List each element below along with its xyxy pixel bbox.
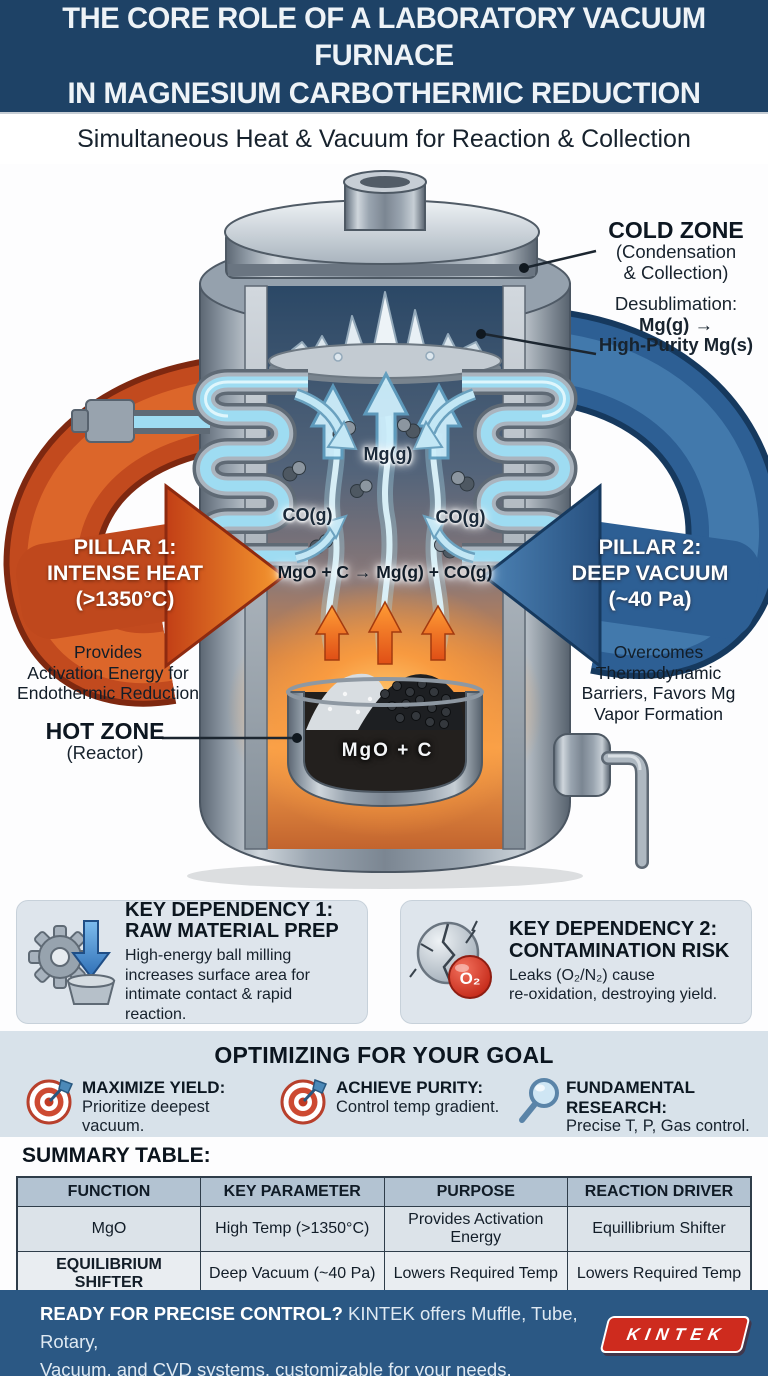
opt-research-title: FUNDAMENTAL RESEARCH: (566, 1078, 695, 1117)
ball-milling-gear-icon (17, 915, 125, 1010)
footer-line1: KINTEK offers Muffle, Tube, Rotary, (40, 1303, 578, 1352)
o2-label: O₂ (459, 969, 480, 988)
callout-leaders (162, 249, 597, 743)
vacuum-port (553, 733, 649, 869)
mg-crystal-collector (268, 291, 502, 384)
page-subtitle: Simultaneous Heat & Vacuum for Reaction … (77, 124, 691, 153)
cell: MgO (16, 1206, 201, 1252)
opt-purity-body: Control temp gradient. (336, 1097, 500, 1116)
furnace-lid (224, 170, 540, 279)
furnace-diagram (3, 170, 768, 889)
heat-arrowhead (164, 482, 287, 670)
cold-zone-subtitle: (Condensation & Collection) (615, 241, 737, 283)
header-banner: THE CORE ROLE OF A LABORATORY VACUUM FUR… (0, 0, 768, 114)
kintek-logo-text: KINTEK (625, 1324, 729, 1344)
furnace-shadow (187, 863, 583, 889)
pillar1-note: Provides Activation Energy for Endotherm… (17, 642, 199, 704)
cell: Deep Vacuum (~40 Pa) (200, 1251, 385, 1297)
col-key-parameter: KEY PARAMETER (200, 1176, 385, 1207)
heat-up-arrow-icons (314, 600, 456, 665)
dependency2-title: KEY DEPENDENCY 2: CONTAMINATION RISK (509, 918, 730, 962)
target-icon (280, 1079, 328, 1125)
co-gas-label-right: CO(g) (435, 507, 486, 527)
cell: Lowers Required Temp (383, 1251, 568, 1297)
reaction-equation: MgO + C → Mg(g) + CO(g) (277, 562, 493, 582)
hot-zone-title: HOT ZONE (45, 718, 165, 744)
page-title: THE CORE ROLE OF A LABORATORY VACUUM FUR… (62, 1, 706, 110)
col-reaction-driver: REACTION DRIVER (567, 1176, 752, 1207)
dependency-card-raw-material: KEY DEPENDENCY 1: RAW MATERIAL PREP High… (16, 898, 368, 1024)
dependency1-title: KEY DEPENDENCY 1: RAW MATERIAL PREP (125, 898, 339, 943)
summary-table-title: SUMMARY TABLE: (22, 1144, 211, 1167)
vacuum-arrowhead (481, 482, 602, 670)
cell: High Temp (>1350°C) (200, 1206, 385, 1252)
desublimation-label: Desublimation: (614, 293, 738, 314)
cooling-coil-left (71, 369, 308, 569)
dependency2-body: Leaks (O₂/N₂) cause re-oxidation, destro… (509, 966, 718, 1004)
target-icon (26, 1079, 74, 1125)
col-purpose: PURPOSE (383, 1176, 568, 1207)
hot-zone-subtitle: (Reactor) (66, 742, 144, 764)
cold-zone-title: COLD ZONE (608, 217, 744, 243)
optimizing-panel (0, 1031, 768, 1137)
footer-line2: Vacuum, and CVD systems, customizable fo… (40, 1358, 512, 1376)
subtitle-bar: Simultaneous Heat & Vacuum for Reaction … (0, 114, 768, 164)
cold-zone-callout: COLD ZONE (Condensation & Collection) (592, 218, 760, 284)
mg-gas-label: Mg(g) (363, 444, 413, 464)
cooling-coil-right (462, 369, 578, 569)
cell: Equillibrium Shifter (567, 1206, 752, 1252)
opt-yield-title: MAXIMIZE YIELD: (82, 1078, 226, 1097)
carbon-pellets (358, 674, 464, 730)
optimizing-item-purity: ACHIEVE PURITY: Control temp gradient. (336, 1078, 501, 1117)
optimizing-title: OPTIMIZING FOR YOUR GOAL (214, 1042, 554, 1068)
optimizing-item-research: FUNDAMENTAL RESEARCH: Precise T, P, Gas … (566, 1078, 756, 1136)
col-function: FUNCTION (16, 1176, 201, 1207)
dependency-card-contamination: O₂ KEY DEPENDENCY 2: CONTAMINATION RISK … (400, 900, 752, 1024)
pillar2-label: PILLAR 2: DEEP VACUUM (~40 Pa) (571, 535, 729, 612)
pillar2-note: Overcomes Thermodynamic Barriers, Favors… (581, 642, 736, 724)
optimizing-item-yield: MAXIMIZE YIELD: Prioritize deepest vacuu… (82, 1078, 272, 1135)
coolant-flow-arrow-icons (293, 388, 477, 564)
desublimation-callout: Desublimation: Mg(g) → High-Purity Mg(s) (590, 293, 762, 356)
dependency1-body: High-energy ball milling increases surfa… (125, 947, 310, 1023)
hot-zone-callout: HOT ZONE (Reactor) (24, 719, 186, 764)
contamination-o2-icon: O₂ (401, 915, 509, 1010)
cell: Provides Activation Energy (383, 1206, 568, 1252)
table-row: MgO High Temp (>1350°C) Provides Activat… (16, 1206, 752, 1252)
kintek-logo: KINTEK (599, 1316, 751, 1353)
opt-purity-title: ACHIEVE PURITY: (336, 1078, 484, 1097)
charge-label: MgO + C (341, 740, 434, 761)
magnifier-icon (519, 1078, 559, 1123)
cell: EQUILIBRIUM SHIFTER (16, 1251, 201, 1297)
pillar1-label: PILLAR 1: INTENSE HEAT (>1350°C) (46, 535, 204, 612)
coolant-inlet-fitting (85, 399, 135, 443)
table-header-row: FUNCTION KEY PARAMETER PURPOSE REACTION … (16, 1176, 752, 1207)
footer-text: READY FOR PRECISE CONTROL? KINTEK offers… (40, 1300, 600, 1376)
crucible (286, 673, 484, 808)
desublimation-formula: Mg(g) → High-Purity Mg(s) (598, 313, 754, 356)
opt-research-body: Precise T, P, Gas control. (566, 1117, 750, 1136)
table-row: EQUILIBRIUM SHIFTER Deep Vacuum (~40 Pa)… (16, 1251, 752, 1297)
footer-cta: READY FOR PRECISE CONTROL? (40, 1303, 343, 1324)
co-gas-label-left: CO(g) (282, 505, 333, 525)
opt-yield-body: Prioritize deepest vacuum. (82, 1097, 210, 1135)
